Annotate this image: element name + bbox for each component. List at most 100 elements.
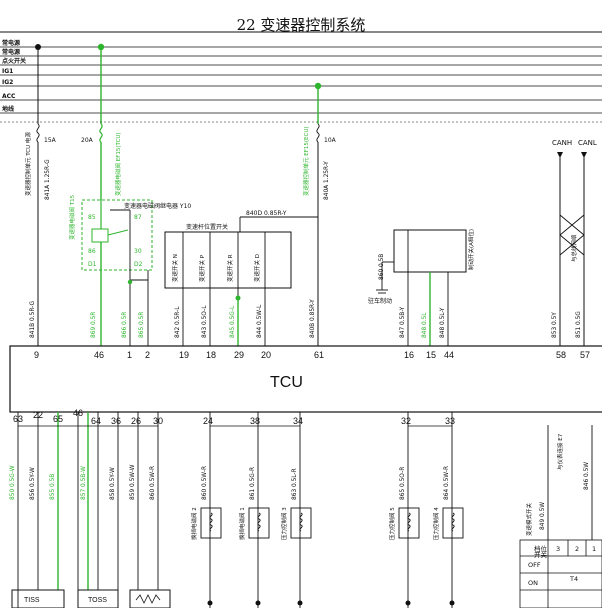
wire-code: 860 0.5W-R	[148, 465, 156, 500]
tcu-box	[9, 345, 602, 413]
fuse-20a	[99, 123, 103, 143]
relay-pin: D1	[88, 261, 97, 268]
tcu-label: TCU	[270, 374, 303, 391]
wire-code: 860 0.5B	[377, 253, 385, 280]
wire-code: 860 0.5W-R	[200, 465, 208, 500]
solenoid-label: 换挡电磁阀 1	[240, 507, 246, 540]
wire-code: 849 0.5W	[538, 501, 546, 530]
wire-code: 865 0.5O-R	[398, 466, 406, 500]
tcu-pin: 2	[145, 350, 151, 360]
ground-label: 驻车制动	[368, 298, 393, 305]
solenoid-label: 压力控制阀 5	[390, 507, 396, 540]
table-row: OFF	[528, 561, 541, 569]
tcu-pin: 65	[53, 414, 64, 424]
relay-pin: 86	[88, 248, 96, 255]
switch-contact: 变速开关 R	[228, 254, 234, 282]
wire-code: 848 0.5L	[420, 312, 428, 338]
tcu-pin: 19	[179, 350, 190, 360]
sensor-label: TOSS	[88, 597, 107, 604]
tcu-pin: 64	[91, 416, 102, 426]
wire-code: 841A 1.25R-G	[43, 159, 51, 200]
tcu-pin: 22	[33, 410, 44, 420]
bus-label: 地线	[2, 106, 15, 113]
tcu-pin: 9	[34, 350, 40, 360]
relay-box	[81, 199, 153, 271]
tcu-pin: 32	[401, 416, 412, 426]
tcu-pin: 16	[404, 350, 415, 360]
wire-code: 847 0.5B-Y	[398, 306, 406, 338]
canl-label: CANL	[578, 139, 597, 147]
tcu-pin: 33	[445, 416, 456, 426]
tcu-pin: 44	[444, 350, 455, 360]
wire-code: 856 0.5Y-W	[28, 467, 36, 500]
wire-code: 859 0.5W-W	[128, 464, 136, 500]
tcu-pin: 46	[73, 408, 84, 418]
relay-pin: D2	[134, 261, 143, 268]
tcu-pin: 18	[206, 350, 217, 360]
wire-code: 855 0.5B	[48, 473, 56, 500]
table-col: 2	[575, 545, 580, 553]
solenoid-label: 换挡电磁阀 2	[192, 507, 198, 540]
wire-code: 846 0.5W	[582, 461, 590, 490]
tcu-pin: 61	[314, 350, 325, 360]
table-header: 开关	[534, 551, 547, 559]
solenoid-label: 压力控制阀 3	[282, 507, 288, 540]
tcu-pin: 20	[261, 350, 272, 360]
fuse-rating: 15A	[44, 137, 56, 144]
wire-code: 866 0.5R	[120, 311, 128, 338]
bus-label: 常电源	[2, 49, 21, 56]
fuse-caption: 变速器电磁阀 EF15(TCU)	[116, 132, 122, 196]
power-bus	[0, 46, 602, 114]
tcu-pin: 63	[13, 414, 24, 424]
shift-switch-feed: 840D 0.85R-Y	[246, 210, 287, 217]
wire-code: 863 0.5L-R	[290, 468, 298, 500]
tcu-pin: 1	[127, 350, 133, 360]
sensor-temp	[129, 589, 171, 608]
canh-label: CANH	[552, 139, 573, 147]
brake-switch-label: 制动开关(A档位)	[469, 228, 475, 270]
wire-code: 851 0.5G	[574, 311, 582, 338]
wire-code: 864 0.5W-R	[442, 465, 450, 500]
bus-label: 常电源	[2, 40, 21, 47]
can-label: 与总线网络	[572, 234, 578, 262]
table-row: ON	[528, 579, 538, 587]
brake-switch-box	[393, 229, 467, 273]
tcu-pin: 46	[94, 350, 105, 360]
wire-code: 840A 1.25R-Y	[322, 161, 330, 200]
wire-code: 869 0.5R	[89, 311, 97, 338]
table-header: 档位	[534, 545, 547, 553]
bus-label: 点火开关	[2, 58, 27, 65]
table-tag: T4	[570, 575, 579, 583]
wire-code: 844 0.5W-L	[255, 304, 263, 338]
fuse-10a	[316, 123, 320, 143]
wire-code: 850 0.5G-W	[8, 465, 16, 500]
tcu-pin: 34	[293, 416, 304, 426]
tcu-pin: 36	[111, 416, 122, 426]
table-col: 3	[556, 545, 561, 553]
relay-pin: 87	[134, 214, 142, 221]
wire-code: 865 0.5R	[137, 311, 145, 338]
table-col: 1	[592, 545, 597, 553]
switch-contact: 变速开关 D	[255, 254, 261, 282]
switch-contact: 变速开关 P	[200, 254, 206, 282]
bus-label: IG1	[2, 68, 14, 75]
right-note: 与仪表连接 E7	[558, 433, 564, 470]
relay-side-label: 变速器电磁阀 T15	[70, 194, 76, 240]
bus-label: IG2	[2, 79, 14, 86]
shift-switch-header: 变速杆位置开关	[186, 224, 229, 231]
mode-switch-table	[519, 539, 602, 608]
fuse-caption: 变速器控制单元 TCU 电源	[26, 132, 32, 196]
fuse-15a	[36, 123, 40, 143]
wire-code: 861 0.5G-R	[248, 466, 256, 500]
fuse-rating: 10A	[324, 137, 336, 144]
relay-pin: 85	[88, 214, 96, 221]
wire-code: 853 0.5Y	[550, 312, 558, 338]
fuse-rating: 20A	[81, 137, 93, 144]
sensor-toss	[77, 589, 119, 608]
mode-switch-label: 变速模式开关	[527, 502, 533, 536]
wire-code: 857 0.5B-W	[79, 466, 87, 500]
tcu-pin: 29	[234, 350, 245, 360]
tcu-pin: 26	[131, 416, 142, 426]
relay-pin: 30	[134, 248, 142, 255]
